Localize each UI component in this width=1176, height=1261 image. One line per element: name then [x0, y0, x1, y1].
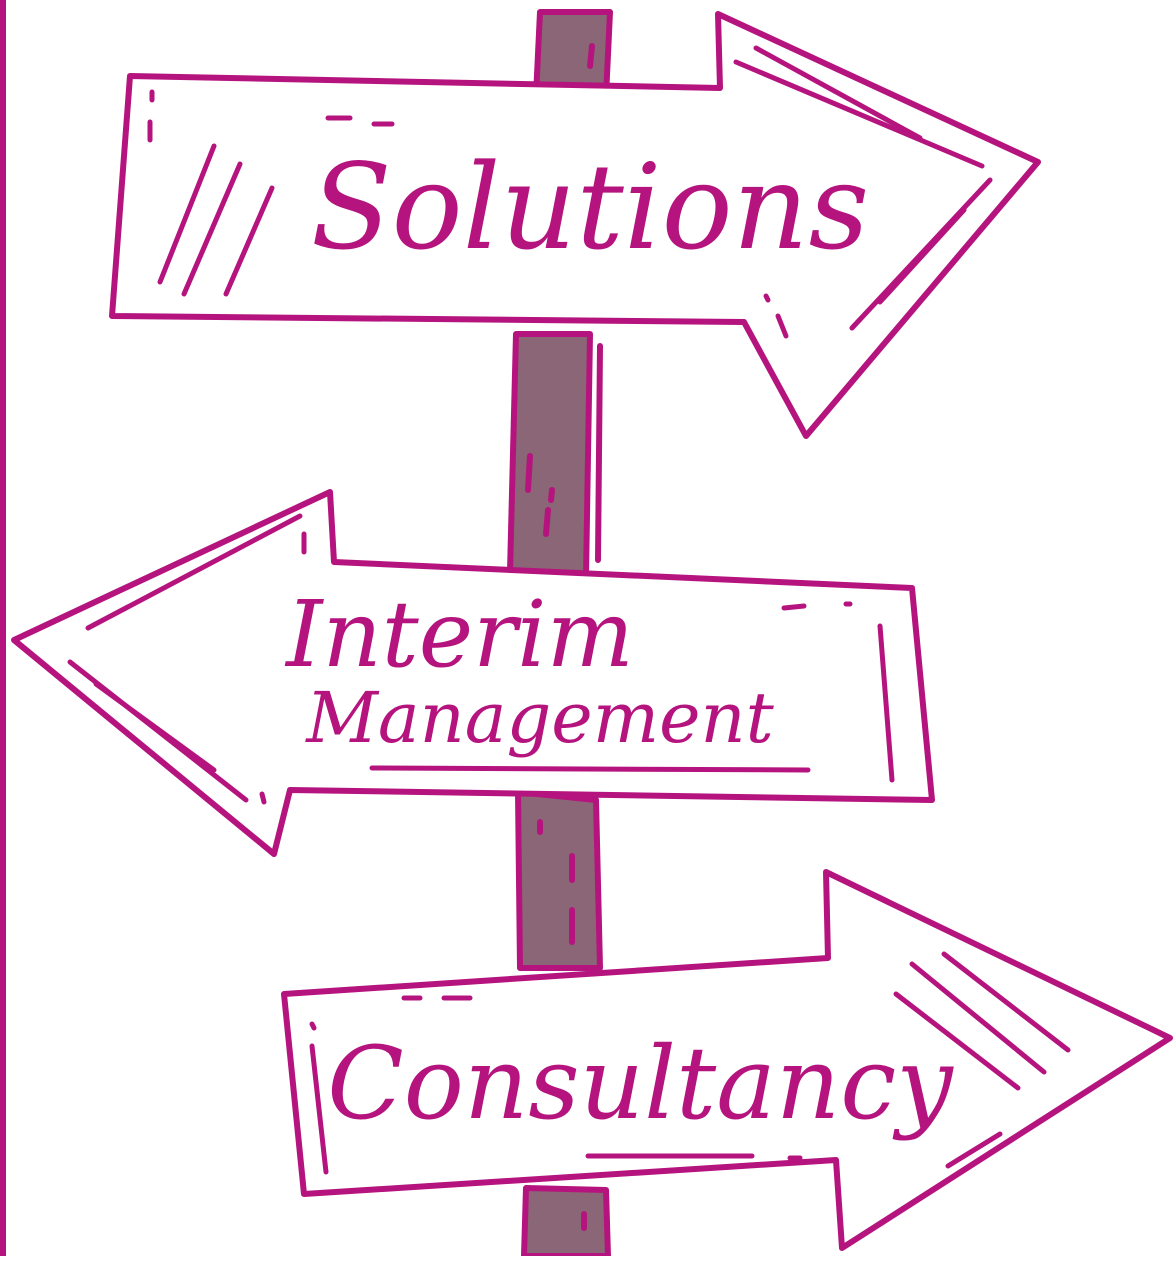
pole-segment-bottom	[521, 1185, 611, 1259]
sign-interim-hatching	[67, 513, 895, 805]
sign-solutions: Solutions	[109, 11, 1041, 439]
sign-interim-label-line1: Interim	[284, 581, 634, 688]
sign-interim-outline	[11, 489, 935, 857]
left-border	[0, 0, 6, 1256]
sign-solutions-hatching	[147, 45, 993, 339]
sign-consultancy-hatching	[309, 951, 1071, 1175]
pole-texture	[525, 43, 603, 1231]
sign-consultancy: Consultancy	[281, 869, 1173, 1251]
sign-consultancy-outline	[281, 869, 1173, 1251]
sign-interim-label-line2: Management	[304, 677, 774, 759]
pole-segment-middle	[507, 331, 593, 579]
pole-segment-lower	[515, 789, 603, 971]
sign-solutions-label: Solutions	[311, 138, 869, 276]
sign-consultancy-label: Consultancy	[327, 1025, 954, 1142]
sign-interim-management: Interim Management	[11, 489, 935, 857]
